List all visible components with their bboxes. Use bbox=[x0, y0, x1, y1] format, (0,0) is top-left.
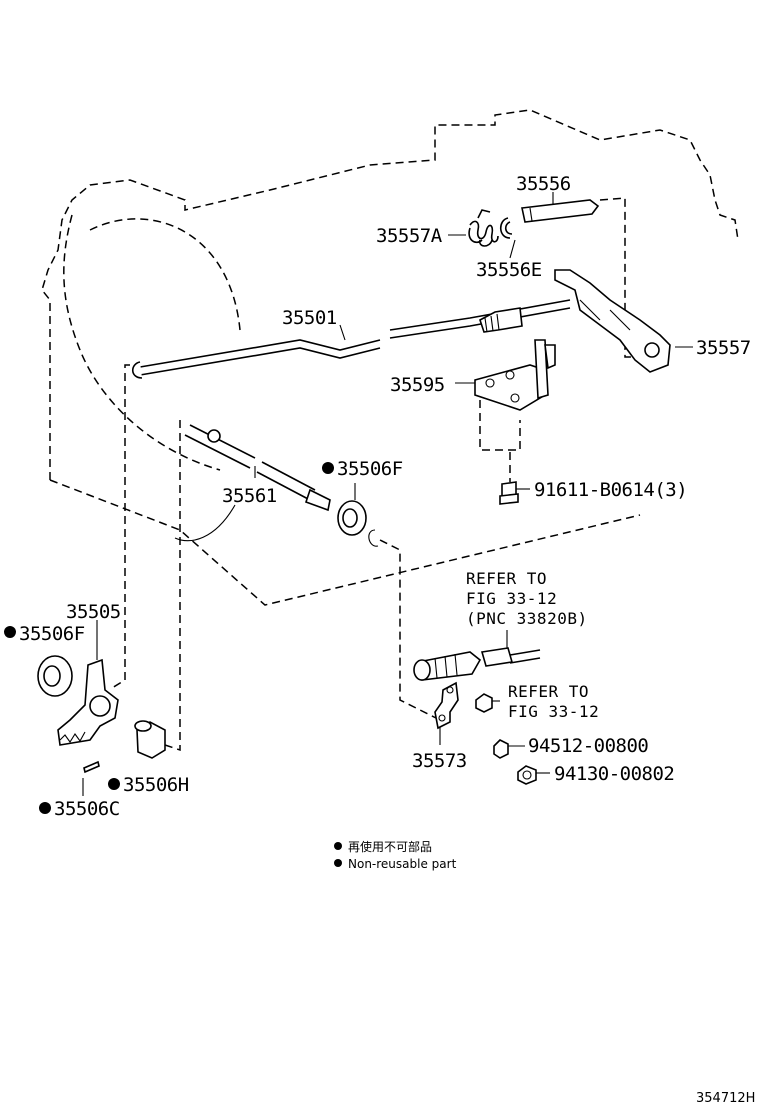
legend-en: Non-reusable part bbox=[348, 857, 457, 871]
cable-end bbox=[413, 647, 541, 681]
label-35501: 35501 bbox=[282, 307, 337, 329]
clip-35556E bbox=[499, 217, 513, 239]
label-35506F-upper: 35506F bbox=[337, 458, 403, 480]
refer2-line1: REFER TO bbox=[508, 682, 589, 701]
label-35573: 35573 bbox=[412, 750, 467, 772]
nut-refer bbox=[475, 693, 493, 713]
non-reusable-dot bbox=[322, 462, 334, 474]
refer1-line2: FIG 33-12 bbox=[466, 589, 557, 608]
pin-35506C bbox=[83, 760, 100, 774]
legend-dot-jp bbox=[334, 842, 342, 850]
label-35561: 35561 bbox=[222, 485, 277, 507]
label-91611: 91611-B0614(3) bbox=[534, 479, 687, 501]
pin-35556 bbox=[521, 199, 600, 223]
collar-35506H bbox=[134, 720, 166, 759]
label-94512: 94512-00800 bbox=[528, 735, 648, 757]
label-35506F-lower: 35506F bbox=[19, 623, 85, 645]
non-reusable-dot bbox=[39, 802, 51, 814]
shift-rod-35501 bbox=[131, 299, 571, 379]
bolt-91611 bbox=[499, 481, 519, 505]
nut-94130 bbox=[517, 765, 537, 785]
refer2-line2: FIG 33-12 bbox=[508, 702, 599, 721]
label-35506C: 35506C bbox=[54, 798, 120, 820]
label-94130: 94130-00802 bbox=[554, 763, 674, 785]
refer1-line3: (PNC 33820B) bbox=[466, 609, 588, 628]
legend-dot-en bbox=[334, 859, 342, 867]
bracket-35573 bbox=[434, 681, 459, 730]
label-35595: 35595 bbox=[390, 374, 445, 396]
non-reusable-dot bbox=[4, 626, 16, 638]
lever-35505 bbox=[57, 658, 119, 746]
transmission-housing-outline bbox=[41, 109, 739, 606]
label-35557: 35557 bbox=[696, 337, 751, 359]
spring-35557A bbox=[468, 209, 499, 247]
shaft-35561 bbox=[184, 424, 331, 512]
legend: 再使用不可部品 Non-reusable part bbox=[334, 839, 457, 871]
seal-35506F-upper bbox=[337, 500, 379, 547]
label-35506H: 35506H bbox=[123, 774, 189, 796]
seal-35506F-lower bbox=[37, 655, 73, 697]
refer1-line1: REFER TO bbox=[466, 569, 547, 588]
refer-notes: REFER TO FIG 33-12 (PNC 33820B) REFER TO… bbox=[466, 569, 599, 721]
label-35557A: 35557A bbox=[376, 225, 443, 247]
label-35505: 35505 bbox=[66, 601, 121, 623]
label-35556: 35556 bbox=[516, 173, 571, 195]
illustration-code: 354712H bbox=[696, 1091, 755, 1106]
lever-35557 bbox=[554, 269, 671, 373]
nut-94512 bbox=[493, 739, 509, 759]
legend-jp: 再使用不可部品 bbox=[348, 839, 432, 854]
label-35556E: 35556E bbox=[476, 259, 542, 281]
bracket-35595 bbox=[474, 339, 556, 411]
non-reusable-dot bbox=[108, 778, 120, 790]
part-labels: 35556 35557A 35556E 35501 35557 35595 35… bbox=[4, 173, 751, 820]
